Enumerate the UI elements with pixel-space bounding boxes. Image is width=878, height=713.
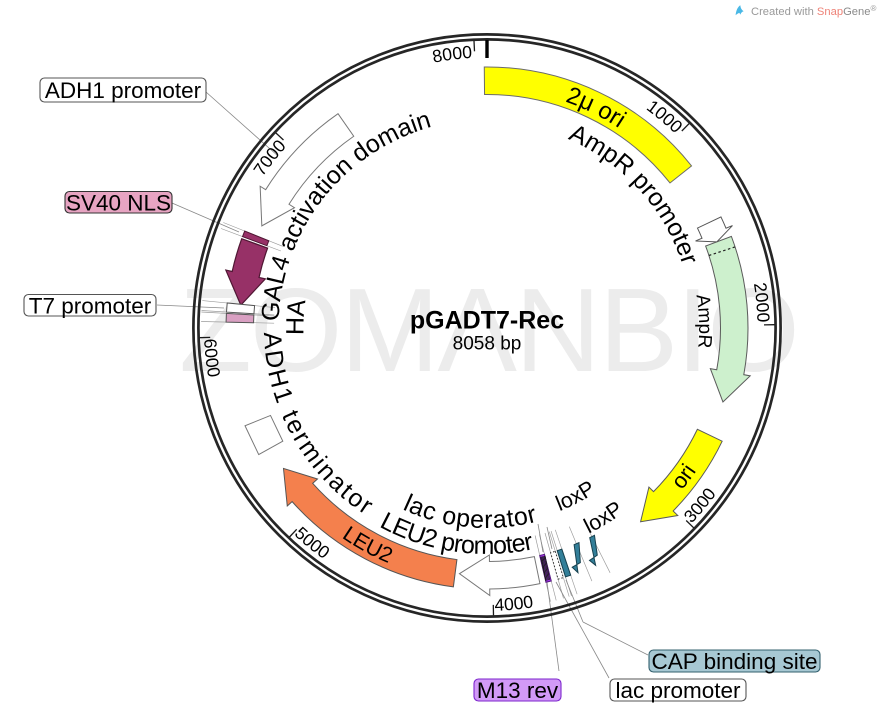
svg-text:AmpR: AmpR <box>692 293 716 349</box>
svg-text:lac promoter: lac promoter <box>615 678 741 703</box>
svg-text:M13 rev: M13 rev <box>477 678 559 703</box>
svg-text:8058 bp: 8058 bp <box>453 334 522 355</box>
svg-text:CAP binding site: CAP binding site <box>652 649 818 674</box>
svg-text:2000: 2000 <box>750 281 774 323</box>
svg-text:SV40 NLS: SV40 NLS <box>66 190 171 215</box>
svg-text:4000: 4000 <box>494 591 534 615</box>
svg-text:pGADT7-Rec: pGADT7-Rec <box>410 307 564 335</box>
svg-text:Created with SnapGene®: Created with SnapGene® <box>751 4 876 18</box>
svg-text:ADH1 promoter: ADH1 promoter <box>45 78 202 103</box>
svg-text:T7 promoter: T7 promoter <box>29 293 152 318</box>
